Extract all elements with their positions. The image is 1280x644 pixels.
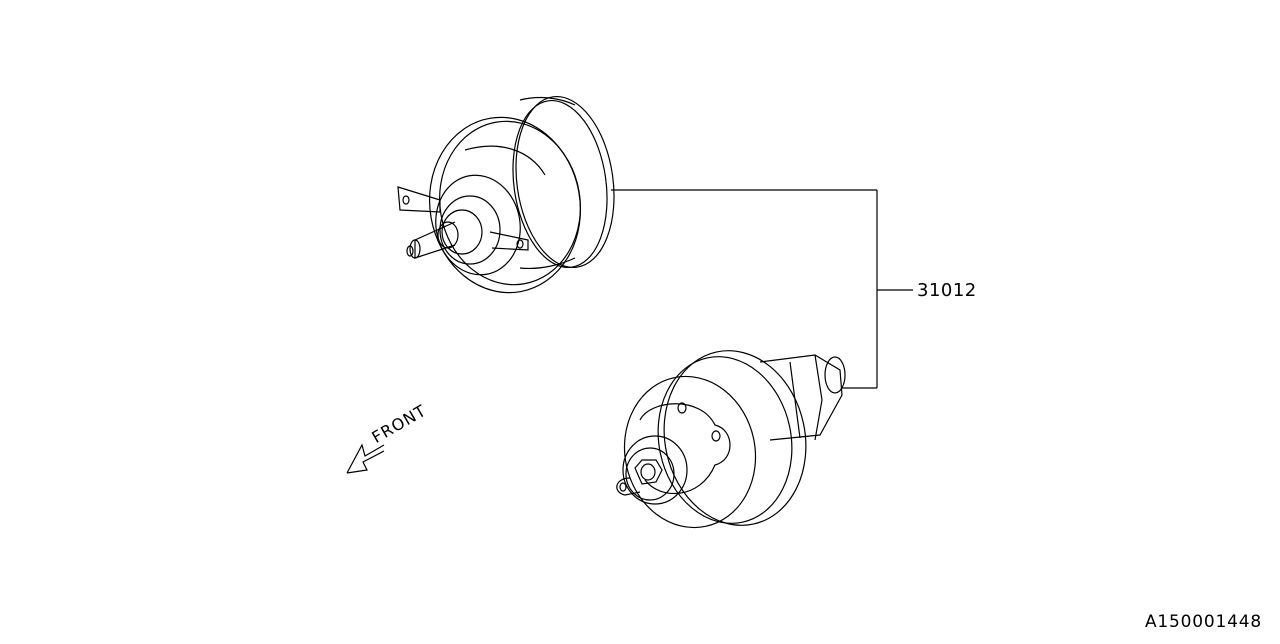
diagram-id-label: A150001448 bbox=[1145, 612, 1262, 632]
upper-component-illustration[interactable] bbox=[397, 90, 625, 305]
part-number-callout[interactable]: 31012 bbox=[917, 280, 977, 301]
front-arrow-icon bbox=[346, 443, 385, 474]
lower-component-illustration[interactable] bbox=[611, 337, 846, 539]
callout-leader-lines bbox=[611, 189, 913, 389]
